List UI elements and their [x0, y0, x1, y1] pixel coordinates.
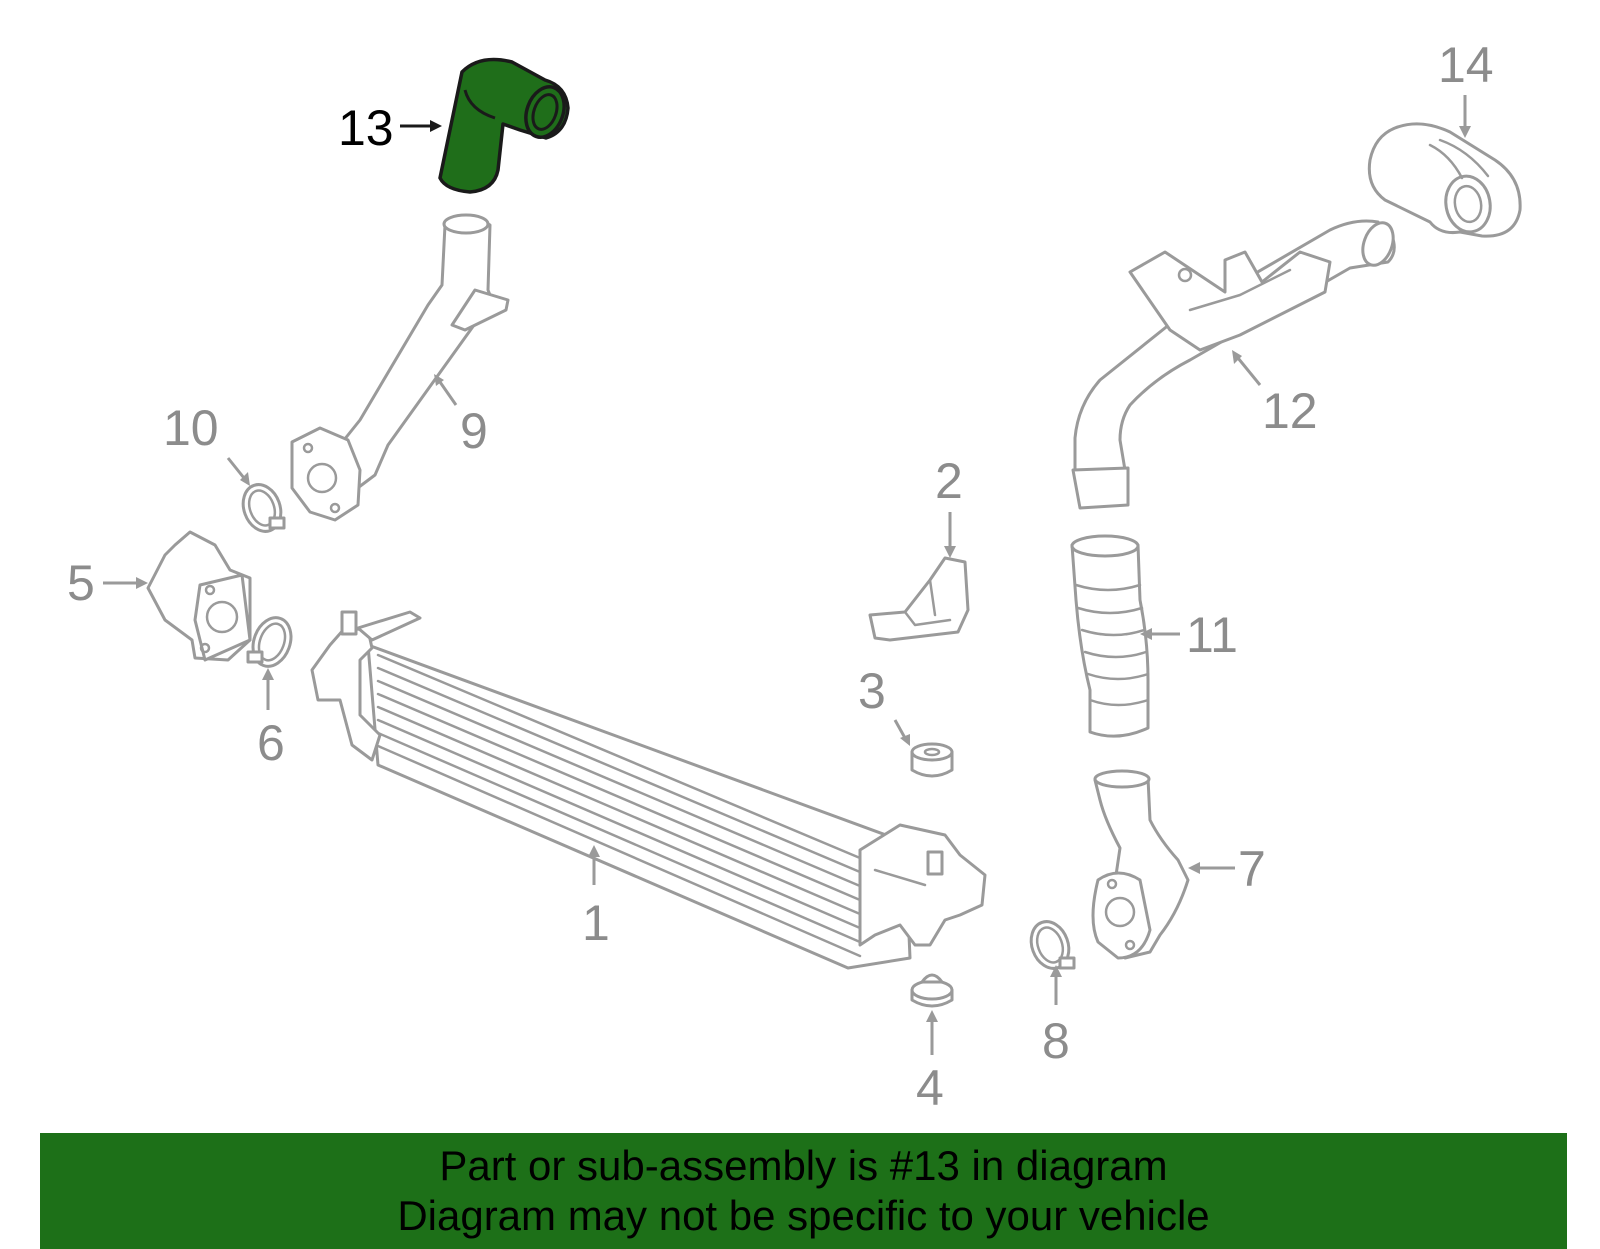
- info-banner: Part or sub-assembly is #13 in diagram D…: [40, 1133, 1567, 1249]
- part-5-housing[interactable]: [146, 530, 252, 662]
- part-13-elbow-hose[interactable]: [438, 57, 571, 194]
- part-12-outlet-pipe[interactable]: [1071, 219, 1399, 510]
- callout-9: 9: [460, 403, 488, 459]
- callout-4: 4: [916, 1060, 944, 1116]
- callout-8: 8: [1042, 1013, 1070, 1069]
- part-8-clamp[interactable]: [1025, 916, 1076, 973]
- callout-1: 1: [582, 895, 610, 951]
- part-6-clamp[interactable]: [246, 612, 298, 671]
- banner-line-2: Diagram may not be specific to your vehi…: [397, 1192, 1210, 1239]
- callout-2: 2: [935, 453, 963, 509]
- part-9-pipe[interactable]: [290, 213, 510, 522]
- callout-10: 10: [163, 400, 219, 456]
- callout-7: 7: [1238, 841, 1266, 897]
- part-11-corrugated-hose[interactable]: [1070, 534, 1150, 738]
- callout-3: 3: [858, 663, 886, 719]
- callout-arrows: [103, 95, 1471, 1055]
- callout-14: 14: [1438, 37, 1494, 93]
- part-1-intercooler[interactable]: [310, 610, 987, 970]
- callout-5: 5: [67, 555, 95, 611]
- part-14-intake-elbow[interactable]: [1367, 122, 1522, 238]
- part-4-grommet[interactable]: [910, 973, 954, 1008]
- part-3-grommet[interactable]: [910, 742, 954, 778]
- part-2-bracket[interactable]: [868, 556, 970, 642]
- banner-line-1: Part or sub-assembly is #13 in diagram: [439, 1142, 1168, 1189]
- callout-11: 11: [1186, 607, 1238, 663]
- part-10-clamp[interactable]: [237, 479, 287, 536]
- callout-12: 12: [1262, 383, 1318, 439]
- callout-6: 6: [257, 715, 285, 771]
- callout-13: 13: [338, 100, 394, 156]
- part-7-inlet-pipe[interactable]: [1091, 769, 1190, 960]
